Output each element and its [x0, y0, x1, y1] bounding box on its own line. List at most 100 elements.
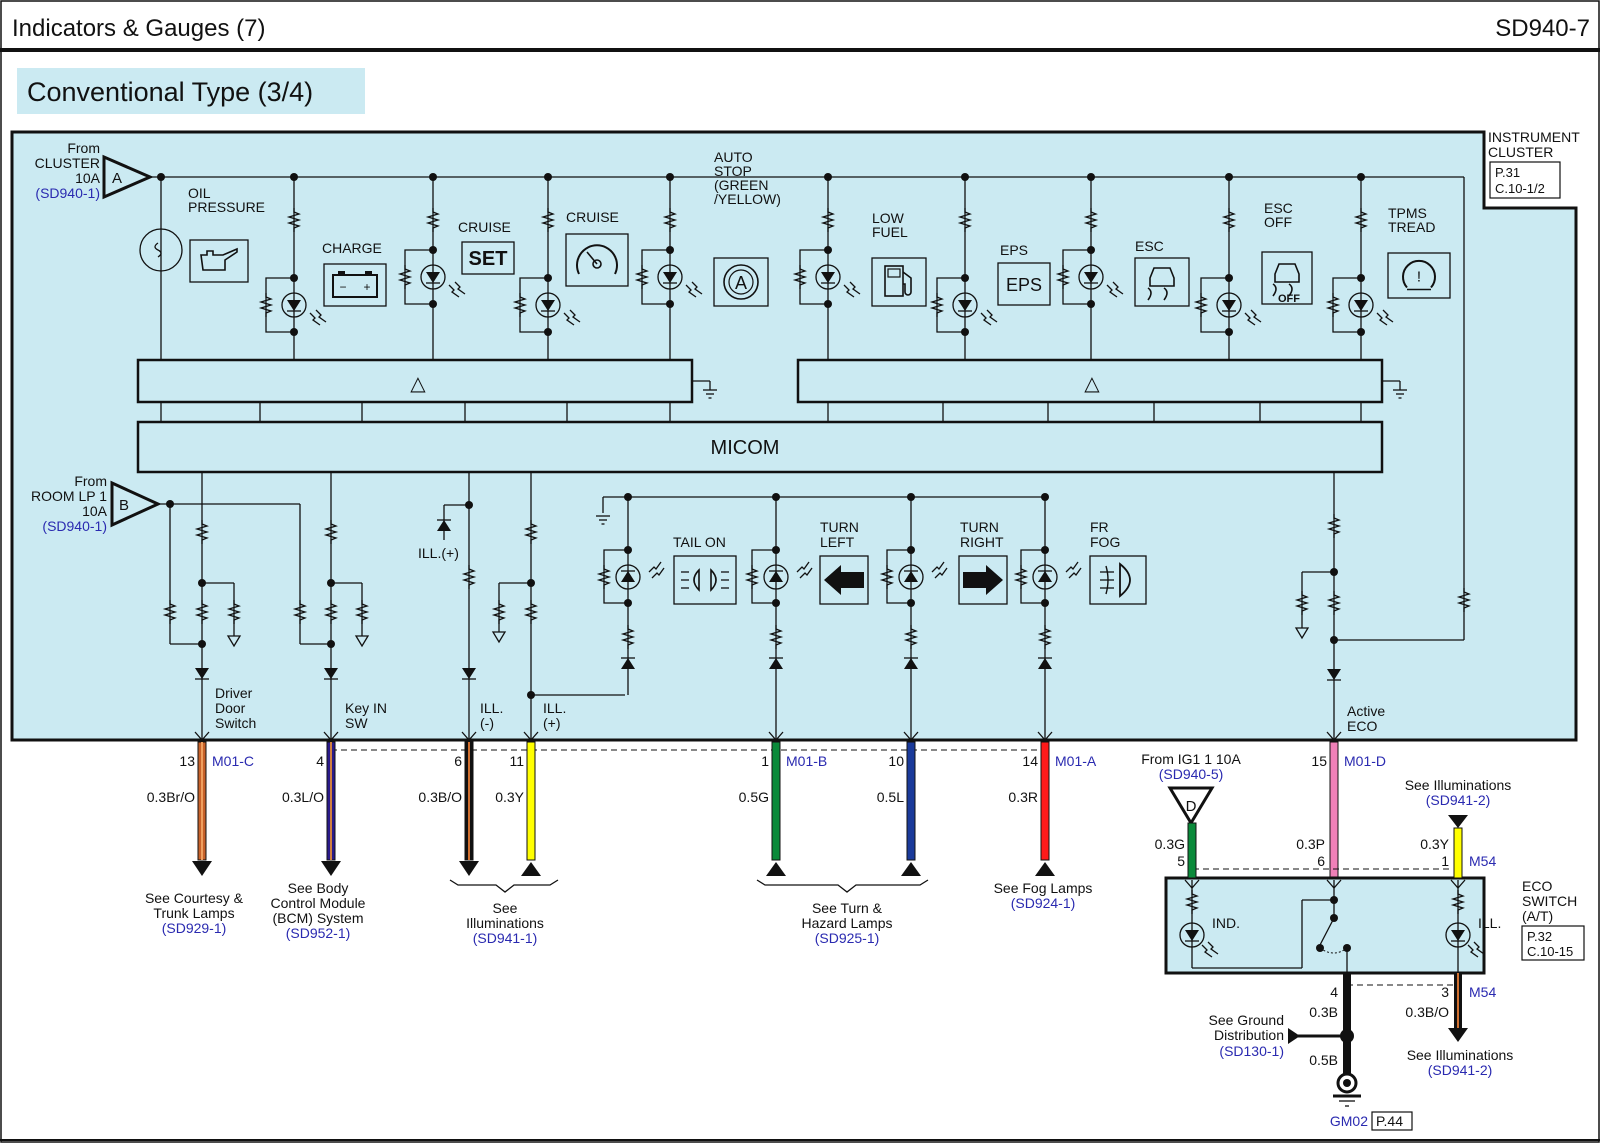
destination-text: See: [493, 900, 518, 916]
indicator-led-branch: [636, 173, 703, 360]
indicator-label: ESC: [1264, 200, 1293, 216]
power-a-source: CLUSTER: [35, 155, 100, 171]
dest-ill-bottom-ref-link[interactable]: (SD941-2): [1428, 1062, 1493, 1078]
connector-id[interactable]: M01-D: [1344, 753, 1386, 769]
destination-text: See Body: [288, 880, 349, 896]
indicator-led-branch: [514, 173, 581, 360]
wire-spec: 0.5G: [739, 789, 769, 805]
connector-id[interactable]: M01-A: [1055, 753, 1097, 769]
power-source-a: A From CLUSTER 10A (SD940-1): [35, 140, 154, 201]
eco-switch-box: [1164, 876, 1486, 975]
wire-body: [1329, 741, 1339, 879]
power-a-from: From: [67, 140, 100, 156]
label-eco: ECO: [1347, 718, 1377, 734]
dest-ill-top-ref-link[interactable]: (SD941-2): [1426, 792, 1491, 808]
power-b-ref-link[interactable]: (SD940-1): [42, 518, 107, 534]
indicator-label: FUEL: [872, 224, 908, 240]
power-d-ref-link[interactable]: (SD940-5): [1159, 766, 1224, 782]
buffer-symbol-right: △: [1084, 373, 1100, 395]
wire-eco-pin4: [1343, 973, 1351, 1083]
power-b-fuse: 10A: [82, 503, 108, 519]
indicator-label: OIL: [188, 185, 211, 201]
power-a-ref-link[interactable]: (SD940-1): [35, 185, 100, 201]
power-b-source: ROOM LP 1: [31, 488, 107, 504]
wire-body: [1040, 741, 1050, 861]
pin-number: 13: [179, 753, 195, 769]
indicator-label: AUTO: [714, 149, 753, 165]
wire-pin-4: 40.3L/O: [282, 731, 341, 876]
label-ill-plus-1: ILL.: [543, 700, 566, 716]
wire-body: [906, 741, 916, 861]
indicator-label: TREAD: [1388, 219, 1435, 235]
indicator-led-branch: [1327, 173, 1394, 360]
oil-can-icon: [189, 239, 249, 283]
power-source-d: [1167, 786, 1215, 826]
ground-gm02[interactable]: GM02: [1330, 1113, 1368, 1129]
connector-id[interactable]: M01-C: [212, 753, 254, 769]
connector-m54-top[interactable]: M54: [1469, 853, 1496, 869]
eps-icon: [997, 262, 1051, 306]
connector-letter-b: B: [119, 497, 129, 514]
skid-car-icon: [1134, 257, 1190, 307]
indicator-label: EPS: [1000, 242, 1028, 258]
destination-text: Illuminations: [466, 915, 544, 931]
icon-text: EPS: [1006, 275, 1042, 295]
destination-ref-link[interactable]: (SD924-1): [1011, 895, 1076, 911]
indicator-label: FR: [1090, 519, 1109, 535]
wire-spec-eco-pin1: 0.3Y: [1420, 836, 1449, 852]
eco-ill-label: ILL.: [1478, 915, 1501, 931]
indicator-led-branch: [1195, 173, 1262, 360]
battery-icon: [323, 263, 387, 307]
label-ill-plus-diode: ILL.(+): [418, 545, 459, 561]
eco-switch-contact: [1319, 917, 1335, 946]
eco-ind-label: IND.: [1212, 915, 1240, 931]
bracket-illuminations: [449, 879, 559, 893]
svg-text:OFF: OFF: [1278, 293, 1300, 305]
eco-switch-name-3: (A/T): [1522, 908, 1553, 924]
wire-pin-6: 60.3B/O: [418, 731, 479, 876]
power-a-fuse: 10A: [75, 170, 101, 186]
connector-m54-bottom[interactable]: M54: [1469, 984, 1496, 1000]
destination-ref-link[interactable]: (SD952-1): [286, 925, 351, 941]
indicator-label: /YELLOW): [714, 191, 781, 207]
indicator-top-3: CRUISE: [565, 209, 629, 287]
destination-text: See Courtesy &: [145, 890, 244, 906]
component-name-line1: INSTRUMENT: [1488, 129, 1580, 145]
connector-id[interactable]: M01-B: [786, 753, 827, 769]
oil-pressure-lamp-icon: [139, 228, 183, 272]
ground-dist-text-2: Distribution: [1214, 1027, 1284, 1043]
destination-ref-link[interactable]: (SD925-1): [815, 930, 880, 946]
eco-ref-connector: C.10-15: [1527, 944, 1573, 959]
indicator-top-1: CHARGE−+: [322, 240, 387, 307]
indicator-label: TURN: [820, 519, 859, 535]
ground-dist-text-1: See Ground: [1209, 1012, 1285, 1028]
power-d-source: From IG1 1 10A: [1141, 751, 1241, 767]
destination-text: Control Module: [271, 895, 366, 911]
indicator-label: TURN: [960, 519, 999, 535]
destination-ref-link[interactable]: (SD929-1): [162, 920, 227, 936]
wire-pin-10: 100.5L: [877, 731, 921, 876]
pin-eco-6: 6: [1317, 853, 1325, 869]
indicator-label: ESC: [1135, 238, 1164, 254]
label-ill-minus-2: (-): [480, 715, 494, 731]
destination-0: See Courtesy &Trunk Lamps(SD929-1): [145, 890, 244, 936]
svg-text:A: A: [735, 273, 747, 293]
label-switch: Switch: [215, 715, 256, 731]
eco-ref-page: P.32: [1527, 929, 1552, 944]
bracket-turn-hazard: [756, 879, 929, 893]
wire-spec-eco-ground: 0.5B: [1309, 1052, 1338, 1068]
indicator-label: PRESSURE: [188, 199, 265, 215]
ground-dist-ref-link[interactable]: (SD130-1): [1219, 1043, 1284, 1059]
indicator-led-branch: [794, 173, 861, 360]
indicator-top-7: ESC: [1134, 238, 1190, 307]
destination-ref-link[interactable]: (SD941-1): [473, 930, 538, 946]
active-eco-circuit: [1295, 472, 1342, 740]
label-ill-plus-2: (+): [543, 715, 561, 731]
